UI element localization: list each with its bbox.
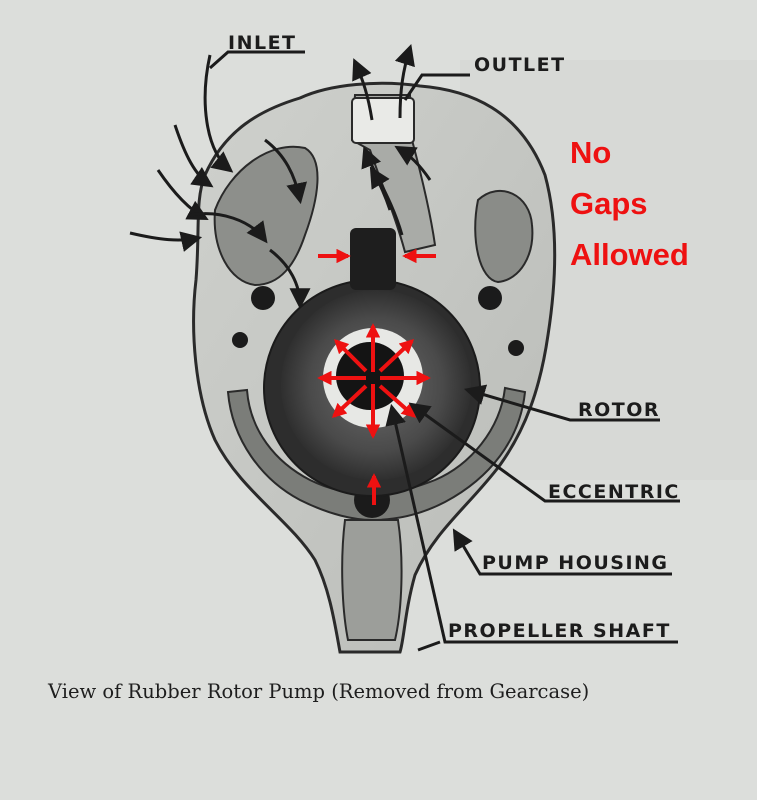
- housing-rim-leader: [417, 640, 441, 652]
- bolt-hole-left-top: [251, 286, 275, 310]
- eccentric-label: ECCENTRIC: [548, 481, 680, 503]
- bolt-hole-left-low: [232, 332, 248, 348]
- right-cavity: [474, 189, 534, 284]
- figure-caption: View of Rubber Rotor Pump (Removed from …: [47, 680, 589, 703]
- inlet-flow-arrow-3: [156, 169, 209, 220]
- red-arrow-hub-dl: [331, 384, 368, 418]
- bolt-hole-right-low: [508, 340, 524, 356]
- inlet-flow-arrow-6: [189, 212, 268, 244]
- inlet-flow-arrow-5: [264, 138, 307, 205]
- outlet-flow-arrow-1: [352, 58, 374, 121]
- propeller-shaft-leader: [385, 403, 678, 644]
- red-arrow-hub-dr: [378, 384, 417, 418]
- inlet-flow-arrow-2: [173, 124, 214, 188]
- bolt-hole-right-top: [478, 286, 502, 310]
- pump-housing-label: PUMP HOUSING: [482, 552, 669, 574]
- lower-channel: [226, 386, 527, 522]
- rotor-label: ROTOR: [578, 399, 660, 421]
- outlet-flow-arrow-5: [369, 166, 392, 211]
- outlet-label: OUTLET: [474, 54, 566, 76]
- inlet-label: INLET: [228, 32, 297, 54]
- leader-lines: [209, 50, 680, 652]
- inlet-flow-arrow-4: [129, 231, 203, 252]
- inlet-cavity: [213, 145, 319, 287]
- propeller-shaft-label: PROPELLER SHAFT: [448, 620, 671, 642]
- eccentric-leader: [408, 402, 680, 503]
- pump-housing-leader: [452, 528, 672, 576]
- rotor-leader: [463, 384, 660, 422]
- flow-arrows: [129, 43, 432, 310]
- red-arrows: [317, 248, 436, 505]
- inlet-leader: [209, 50, 305, 70]
- outlet-flow-arrow-2: [394, 43, 415, 119]
- annotation-line-1: No: [570, 135, 611, 170]
- inlet-flow-arrow-1: [203, 54, 234, 173]
- red-arrow-hub-ul: [333, 338, 368, 373]
- annotation-line-3: Allowed: [570, 237, 689, 272]
- red-arrow-hub-ur: [378, 339, 415, 373]
- outlet-flow-arrow-4: [394, 145, 432, 181]
- stem-channel: [341, 519, 403, 641]
- rotor-vane: [350, 228, 396, 290]
- inlet-flow-arrow-7: [269, 248, 311, 310]
- annotation-line-2: Gaps: [570, 186, 648, 221]
- outlet-fitting: [351, 97, 415, 144]
- outlet-leader: [403, 73, 470, 101]
